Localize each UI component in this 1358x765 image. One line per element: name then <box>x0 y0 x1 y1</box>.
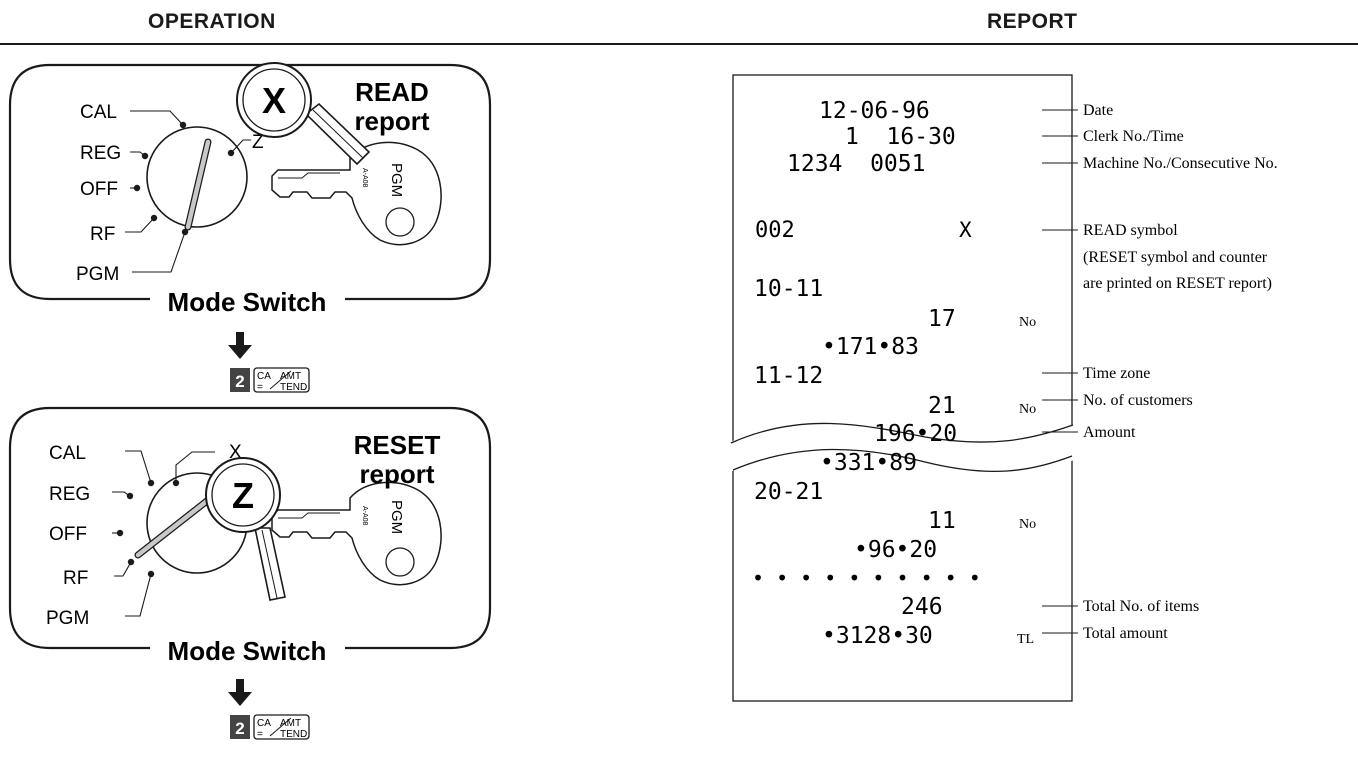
magnifier-letter: Z <box>232 475 254 516</box>
ca-amt-tend-key <box>253 367 310 393</box>
receipt-no-symbol: No <box>1019 315 1036 330</box>
key-text-tend: TEND <box>280 729 307 740</box>
key-label-pgm: PGM <box>388 163 405 197</box>
label-pgm: PGM <box>76 264 119 285</box>
report-title-line1: RESET <box>354 430 441 460</box>
annotation-machine-consecutive: Machine No./Consecutive No. <box>1083 155 1278 172</box>
receipt-customers-1: 17 <box>928 306 956 332</box>
receipt-date: 12-06-96 <box>819 98 930 124</box>
mode-switch-caption: Mode Switch <box>168 287 327 317</box>
receipt-clerk-time: 1 16-30 <box>845 124 956 150</box>
label-cal: CAL <box>49 443 86 464</box>
receipt-zone-3: 20-21 <box>754 479 823 505</box>
receipt-machine-consecutive: 1234 0051 <box>787 151 925 177</box>
receipt-amount-2: 196•20 <box>874 421 957 447</box>
key-sequence-2: 2 CA AMT = TEND <box>230 714 310 740</box>
receipt-paper <box>732 74 1073 702</box>
key-text-eq: = <box>257 729 263 740</box>
label-reg: REG <box>49 484 90 505</box>
key-text-amt: AMT <box>280 718 301 729</box>
receipt-tl-symbol: TL <box>1017 632 1034 647</box>
label-reg: REG <box>80 143 121 164</box>
annotation-clerk-time: Clerk No./Time <box>1083 128 1184 145</box>
header-rule <box>0 43 1358 45</box>
annotation-read-symbol: READ symbol <box>1083 222 1178 239</box>
mode-key-icon: PGM A-A08 <box>271 141 442 246</box>
receipt-read-symbol: X <box>959 218 972 242</box>
label-z: Z <box>252 132 264 153</box>
receipt-counter: 002 <box>755 218 795 243</box>
key-text-amt: AMT <box>280 371 301 382</box>
magnifier-icon: X <box>236 62 371 166</box>
annotation-time-zone: Time zone <box>1083 365 1150 382</box>
mode-switch-panel-read: Mode Switch CAL REG OFF RF PGM Z PGM <box>8 62 492 317</box>
receipt-dots: • • • • • • • • • • <box>752 566 981 590</box>
switch-pointer <box>185 139 211 230</box>
receipt-zone-1: 10-11 <box>754 276 823 302</box>
report-title-line2: report <box>359 459 434 489</box>
digit-key-label: 2 <box>235 719 244 738</box>
down-arrow-icon <box>228 679 252 706</box>
annotation-total-amount: Total amount <box>1083 625 1168 642</box>
receipt-zone-2: 11-12 <box>754 363 823 389</box>
receipt-tear-gap <box>725 422 1080 474</box>
report-title-line1: READ <box>355 77 429 107</box>
receipt-total-amount: •3128•30 <box>822 623 933 649</box>
mode-key-icon: PGM A-A08 <box>271 481 442 586</box>
report-title-line2: report <box>354 106 429 136</box>
digit-key <box>230 368 250 392</box>
label-pgm: PGM <box>46 608 89 629</box>
operation-heading: OPERATION <box>148 10 276 33</box>
label-off: OFF <box>49 524 87 545</box>
key-label-code: A-A08 <box>361 168 368 188</box>
digit-key <box>230 715 250 739</box>
receipt-customers-3: 11 <box>928 508 956 534</box>
receipt-amount-partial: •331•89 <box>820 450 917 476</box>
digit-key-label: 2 <box>235 372 244 391</box>
receipt: 12-06-96 1 16-30 1234 0051 002 X 10-11 1… <box>725 74 1080 702</box>
label-cal: CAL <box>80 102 117 123</box>
label-rf: RF <box>63 568 88 589</box>
down-arrow-icon <box>228 332 252 359</box>
key-text-eq: = <box>257 382 263 393</box>
label-off: OFF <box>80 179 118 200</box>
mode-switch-caption: Mode Switch <box>168 636 327 666</box>
report-heading: REPORT <box>987 10 1078 33</box>
annotation-date: Date <box>1083 102 1113 119</box>
annotation-total-items: Total No. of items <box>1083 598 1199 615</box>
annotation-customers: No. of customers <box>1083 392 1193 409</box>
label-rf: RF <box>90 224 115 245</box>
key-text-ca: CA <box>257 371 271 382</box>
magnifier-letter: X <box>262 80 286 121</box>
annotations: Date Clerk No./Time Machine No./Consecut… <box>1042 102 1278 642</box>
ca-amt-tend-key <box>253 714 310 740</box>
key-label-pgm: PGM <box>388 500 405 534</box>
magnifier-icon: Z <box>205 457 286 601</box>
receipt-amount-3: •96•20 <box>854 537 937 563</box>
annotation-amount: Amount <box>1083 424 1136 441</box>
key-text-tend: TEND <box>280 382 307 393</box>
mode-switch-panel-reset: Mode Switch CAL REG OFF RF PGM X PGM A-A… <box>8 406 492 666</box>
receipt-total-items: 246 <box>901 594 943 620</box>
receipt-no-symbol: No <box>1019 402 1036 417</box>
receipt-no-symbol: No <box>1019 517 1036 532</box>
key-label-code: A-A08 <box>361 506 368 526</box>
receipt-customers-2: 21 <box>928 393 956 419</box>
annotation-reset-note-2: are printed on RESET report) <box>1083 275 1272 292</box>
key-sequence-1: 2 CA AMT = TEND <box>230 367 310 393</box>
key-text-ca: CA <box>257 718 271 729</box>
annotation-reset-note-1: (RESET symbol and counter <box>1083 249 1268 266</box>
receipt-amount-1: •171•83 <box>822 334 919 360</box>
